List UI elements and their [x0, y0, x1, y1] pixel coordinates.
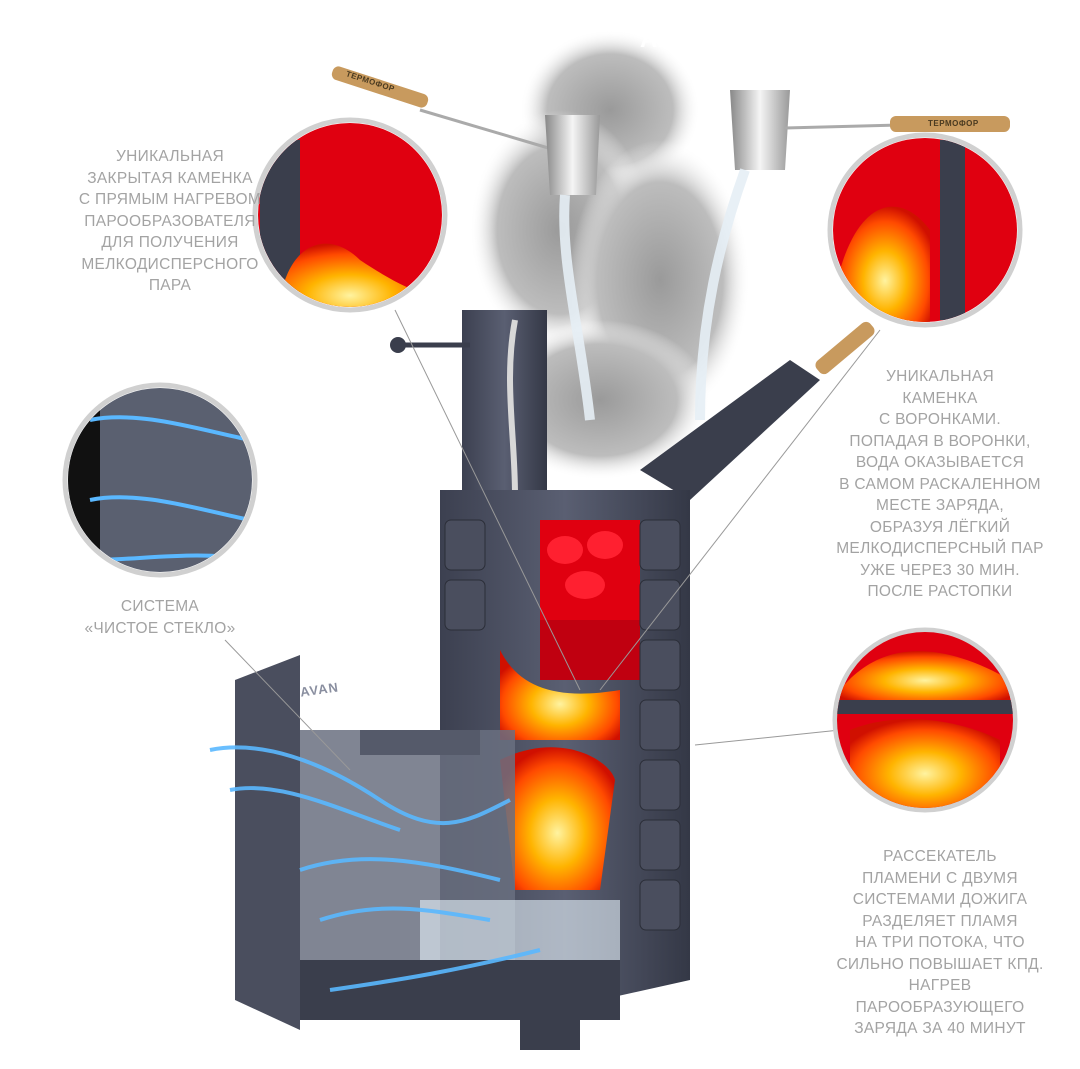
leader-lines: [224, 309, 881, 771]
caption-clean-glass: СИСТЕМА «ЧИСТОЕ СТЕКЛО»: [84, 598, 236, 637]
stove-lid: [640, 360, 820, 500]
detail-circle-funnels: [827, 132, 1023, 328]
detail-circle-flame-splitter: [832, 627, 1018, 813]
caption-funnel-heater: УНИКАЛЬНАЯ КАМЕНКА С ВОРОНКАМИ. ПОПАДАЯ …: [836, 368, 1044, 600]
chimney: [462, 310, 547, 510]
detail-circle-closed-heater: [252, 117, 448, 313]
detail-circle-clean-glass: [62, 382, 258, 578]
caption-flame-splitter: РАССЕКАТЕЛЬ ПЛАМЕНИ С ДВУМЯ СИСТЕМАМИ ДО…: [836, 848, 1044, 1037]
ladle-right-brand: ТЕРМОФОР: [928, 119, 979, 128]
ladle-left: [331, 66, 600, 421]
brand-title: АВАН: [640, 26, 709, 53]
ladle-right: [695, 90, 1010, 421]
caption-closed-heater: УНИКАЛЬНАЯ ЗАКРЫТАЯ КАМЕНКА С ПРЯМЫМ НАГ…: [78, 148, 262, 294]
firebox: [209, 655, 620, 1050]
